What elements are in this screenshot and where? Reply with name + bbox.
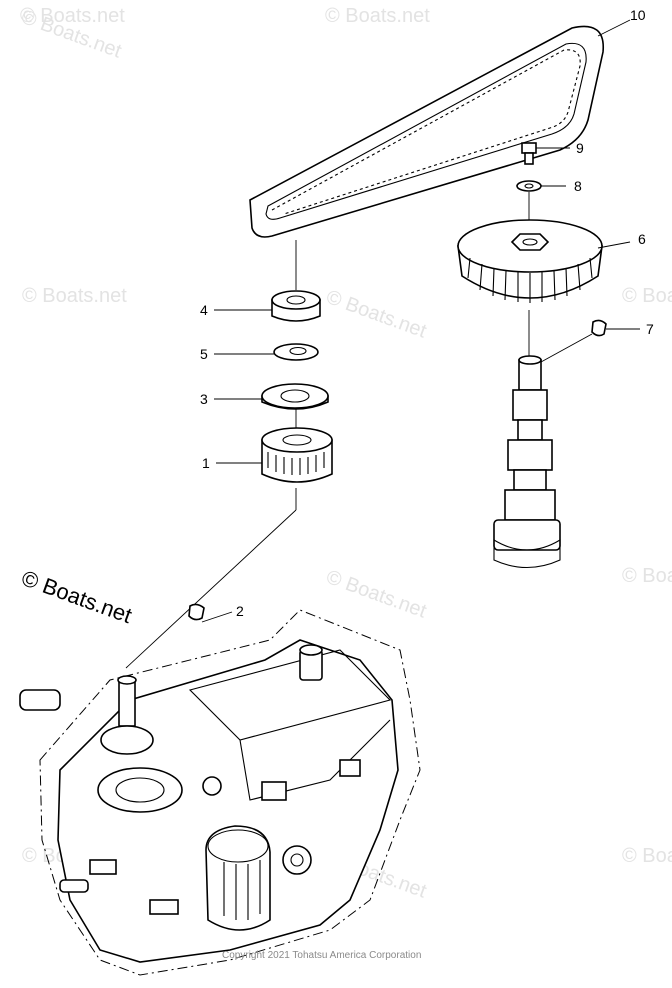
callout-9: 9 bbox=[576, 140, 584, 156]
key bbox=[591, 319, 607, 337]
crankshaft-pulley bbox=[261, 427, 333, 483]
timing-belt bbox=[249, 25, 604, 238]
leader-lines bbox=[201, 19, 640, 623]
dowel-pin bbox=[188, 603, 205, 621]
watermark: © Boats.net bbox=[325, 5, 430, 27]
callout-3: 3 bbox=[200, 391, 208, 407]
callout-1: 1 bbox=[202, 455, 210, 471]
watermark: © Boats.net bbox=[20, 5, 125, 27]
callout-6: 6 bbox=[638, 231, 646, 247]
watermark: © Boats.net bbox=[323, 566, 429, 623]
callout-10: 10 bbox=[630, 7, 646, 23]
callout-7: 7 bbox=[646, 321, 654, 337]
callout-8: 8 bbox=[574, 178, 582, 194]
camshaft-pulley bbox=[457, 219, 603, 303]
watermark: © Boats.net bbox=[622, 285, 672, 307]
callout-2: 2 bbox=[236, 603, 244, 619]
brand-watermark: © Boats.net bbox=[18, 565, 135, 628]
nut bbox=[271, 290, 321, 322]
callout-5: 5 bbox=[200, 346, 208, 362]
washer bbox=[516, 180, 542, 192]
lock-washer bbox=[273, 343, 319, 361]
watermark: © Boats.net bbox=[622, 845, 672, 867]
watermark: © Boats.net bbox=[22, 285, 127, 307]
watermark: © Boats.net bbox=[622, 565, 672, 587]
copyright-text: Copyright 2021 Tohatsu America Corporati… bbox=[222, 950, 421, 961]
callout-4: 4 bbox=[200, 302, 208, 318]
watermark: © Boats.net bbox=[323, 286, 429, 343]
camshaft bbox=[493, 355, 561, 568]
powerhead-block bbox=[19, 609, 421, 976]
flat-washer bbox=[261, 383, 329, 410]
